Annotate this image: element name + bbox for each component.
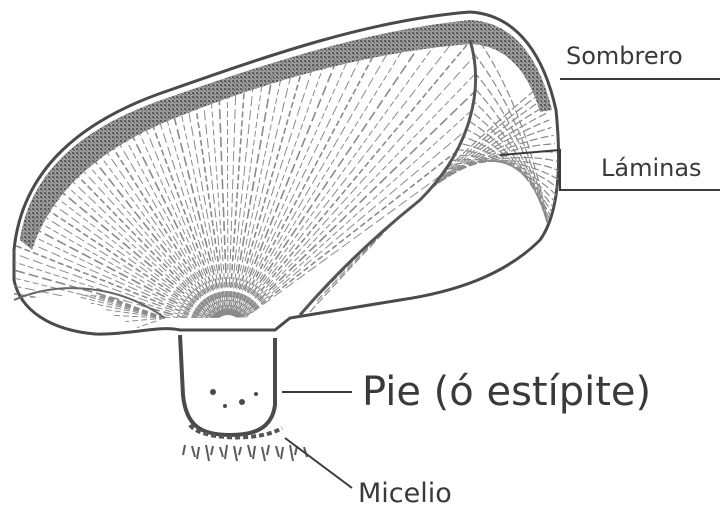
label-micelio: Micelio [358, 480, 452, 507]
mycelium-threads [183, 445, 307, 461]
stem-dot [223, 404, 227, 408]
label-pie: Pie (ó estípite) [362, 372, 651, 412]
leader-micelio-line [285, 438, 352, 488]
mycelium-thread [281, 447, 283, 459]
mycelium-thread [211, 446, 213, 455]
label-sombrero: Sombrero [566, 44, 683, 68]
mycelium-thread [225, 445, 227, 459]
mycelium-thread [276, 446, 279, 457]
stem-dot [239, 399, 245, 405]
mycelium-thread [220, 447, 223, 457]
mycelium-thread [183, 445, 185, 455]
mycelium-thread [253, 446, 255, 459]
stem-dot [210, 389, 216, 395]
stem [180, 335, 275, 435]
mycelium-thread [206, 445, 209, 461]
mycelium-thread [197, 447, 199, 459]
mycelium-thread [262, 447, 265, 461]
stem-dot [254, 392, 258, 396]
mycelium-thread [290, 445, 293, 461]
mycelium-thread [234, 446, 237, 461]
mycelium-thread [192, 446, 195, 457]
label-laminas: Láminas [601, 156, 702, 180]
mycelium-thread [248, 445, 251, 457]
mycelium-thread [239, 447, 241, 455]
mycelium-thread [267, 445, 269, 455]
